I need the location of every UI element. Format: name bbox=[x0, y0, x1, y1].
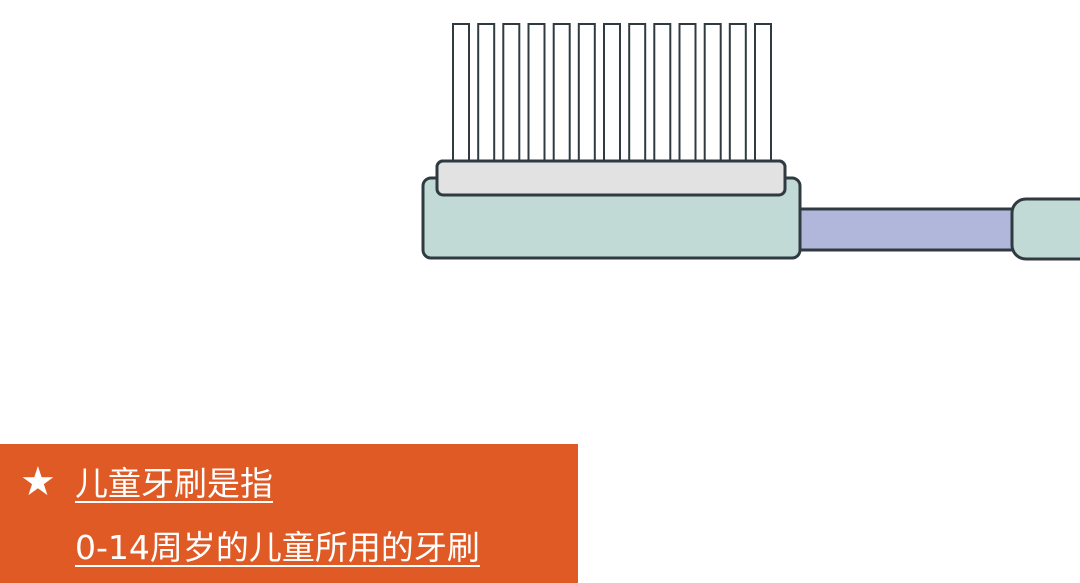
caption-box bbox=[0, 444, 578, 583]
bristle bbox=[603, 23, 621, 171]
bristle bbox=[728, 23, 747, 171]
bristle bbox=[477, 23, 496, 171]
bristle bbox=[452, 23, 470, 171]
bristle bbox=[628, 23, 647, 171]
bristle-base-top bbox=[435, 159, 787, 197]
star-icon: ★ bbox=[20, 459, 56, 505]
bristle bbox=[577, 23, 596, 171]
toothbrush-handle bbox=[1010, 197, 1080, 261]
bristle bbox=[754, 23, 772, 171]
caption-line-2: 0-14周岁的儿童所用的牙刷 bbox=[75, 528, 480, 567]
bristle bbox=[502, 23, 521, 171]
bristle bbox=[527, 23, 546, 171]
caption-line-1: 儿童牙刷是指 bbox=[75, 464, 273, 503]
bristle bbox=[703, 23, 722, 171]
bristles bbox=[452, 23, 772, 171]
bristle bbox=[653, 23, 672, 171]
toothbrush-neck bbox=[794, 207, 1022, 252]
bristle bbox=[552, 23, 571, 171]
bristle bbox=[678, 23, 697, 171]
